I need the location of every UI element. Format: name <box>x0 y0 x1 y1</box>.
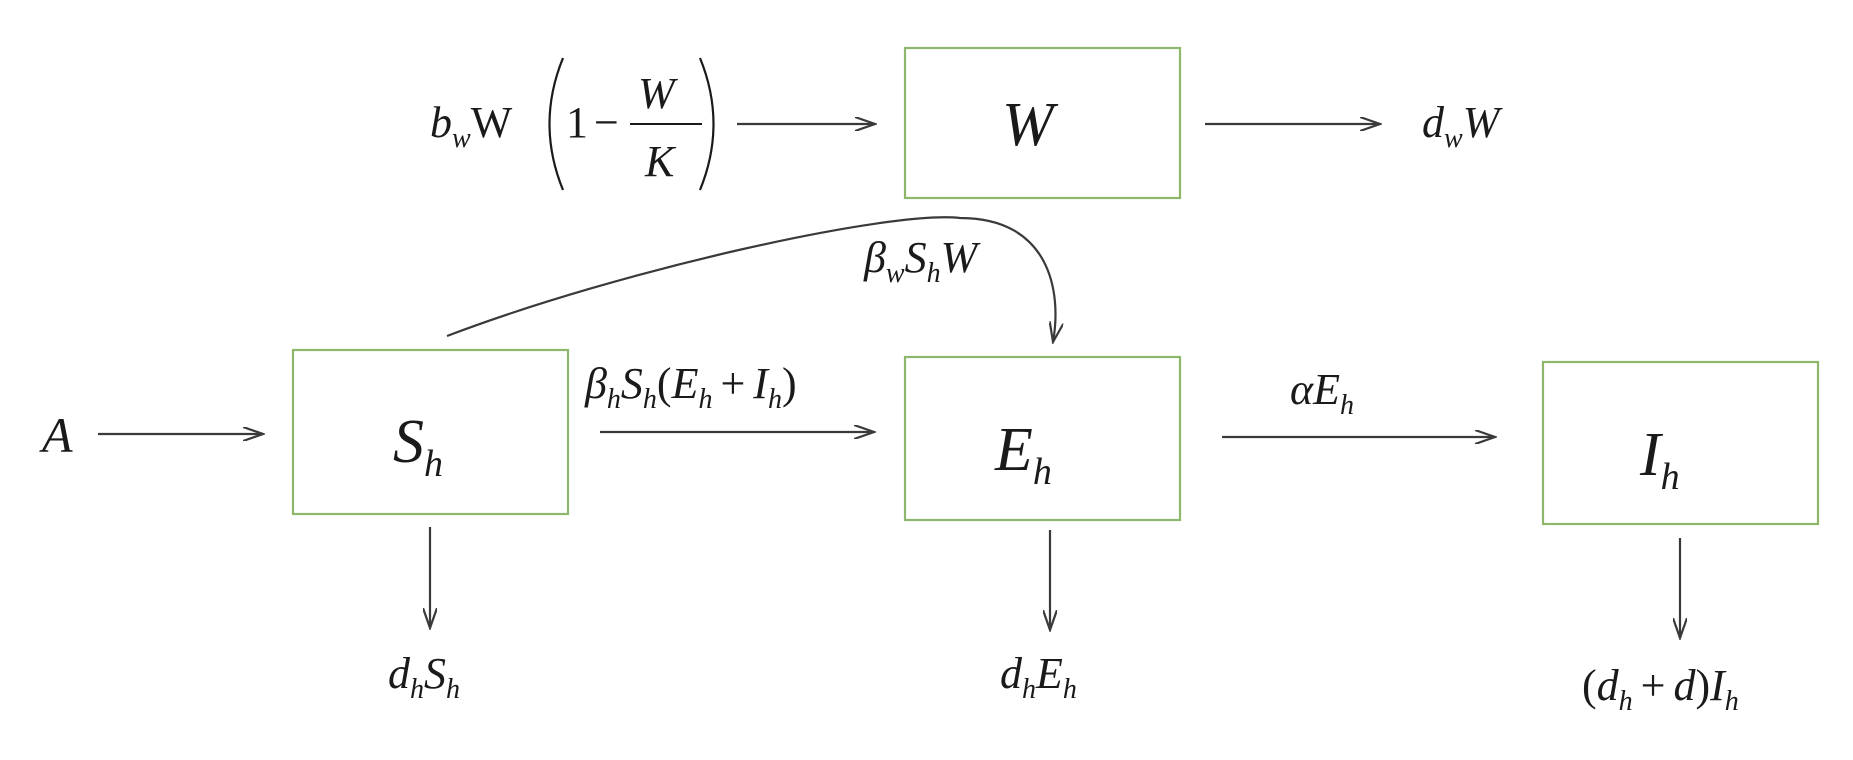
label-infection-h: βhSh(Eh+Ih) <box>584 359 797 415</box>
left-paren <box>548 57 565 191</box>
label-infection-w: βwShW <box>863 233 981 289</box>
label-w: W <box>1002 91 1059 159</box>
label-progression: αEh <box>1290 365 1354 421</box>
box-i <box>1541 360 1820 526</box>
svg-text:bwW: bwW <box>430 98 513 154</box>
svg-text:−: − <box>594 98 619 147</box>
box-s <box>291 348 570 516</box>
svg-text:W: W <box>638 69 678 118</box>
box-w <box>903 46 1182 200</box>
label-death-s: dhSh <box>388 649 460 705</box>
box-e <box>903 355 1182 522</box>
label-i: Ih <box>1639 421 1680 498</box>
birth-w-expression: bwW 1 − W K <box>430 57 715 191</box>
arrow-infection-w <box>446 216 1055 342</box>
label-recruitment: A <box>39 407 73 463</box>
label-death-w: dwW <box>1422 98 1503 154</box>
label-death-i: (dh+d)Ih <box>1582 661 1739 717</box>
svg-text:K: K <box>644 137 677 186</box>
svg-text:1: 1 <box>566 98 588 147</box>
label-e: Eh <box>994 416 1052 493</box>
right-paren <box>698 57 715 191</box>
label-death-e: dhEh <box>1000 649 1077 705</box>
label-s: Sh <box>393 408 443 485</box>
